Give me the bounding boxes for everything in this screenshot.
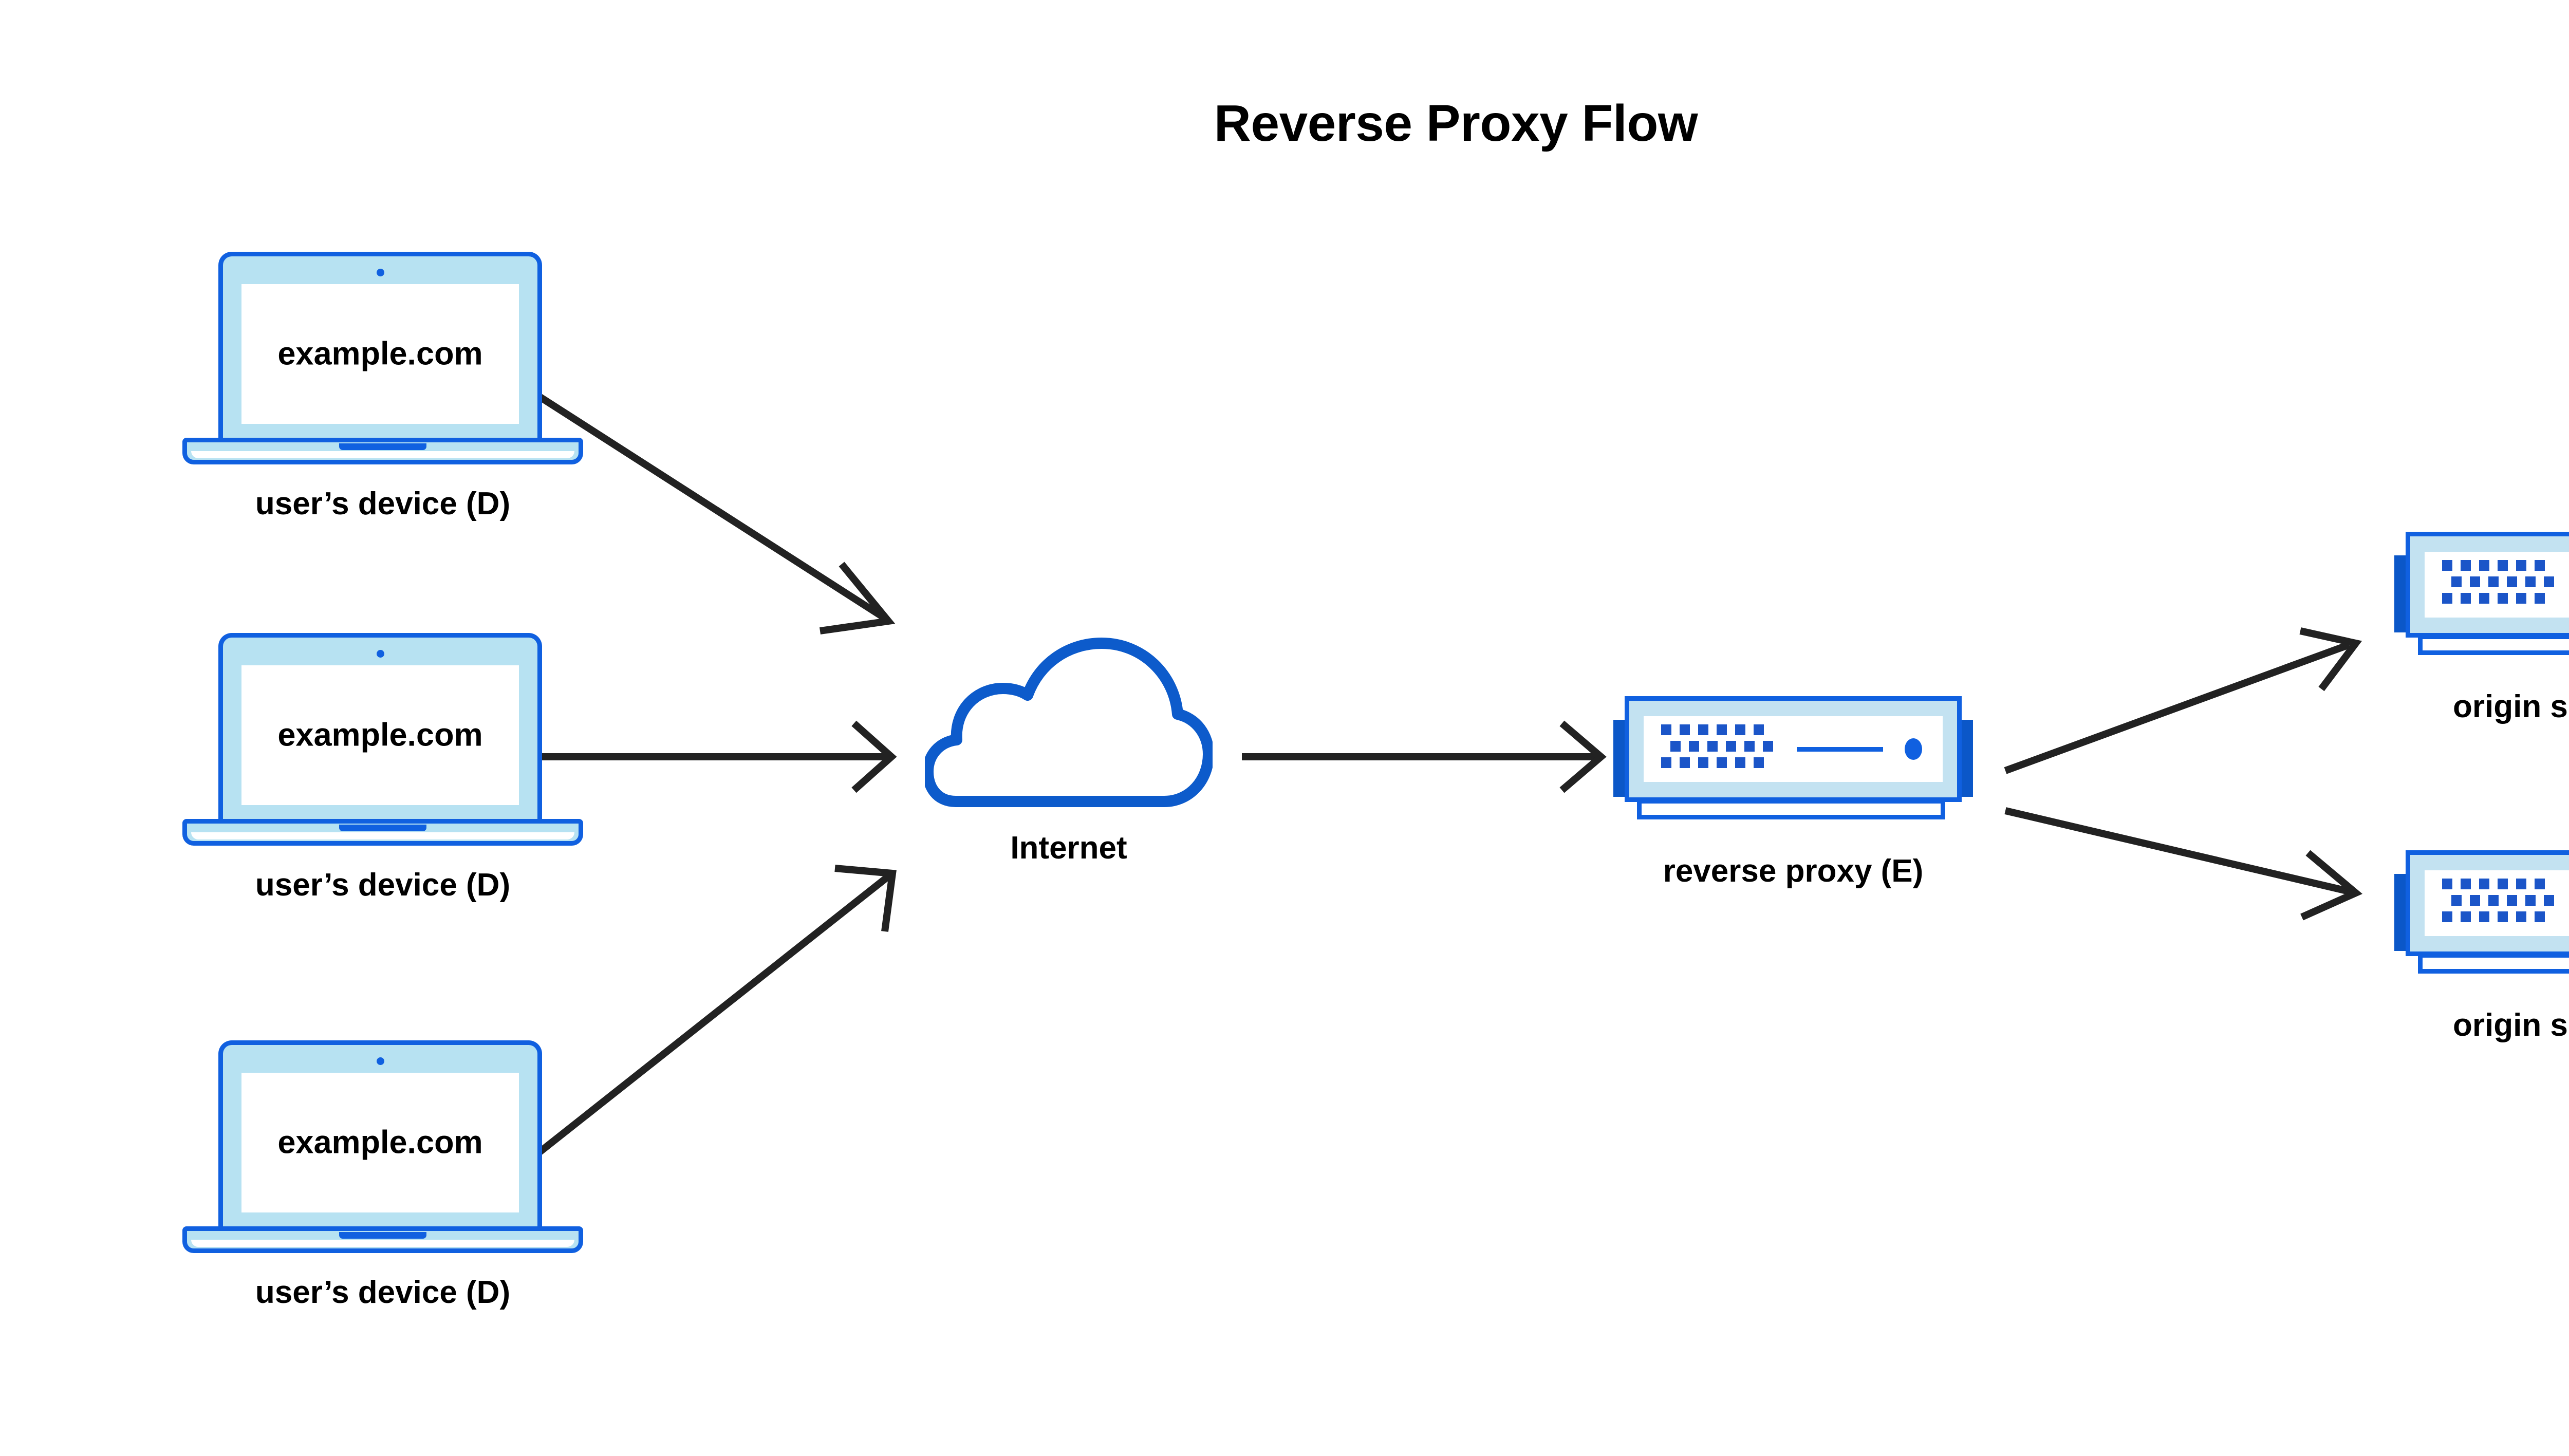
laptop-base <box>182 819 583 846</box>
server-panel <box>2425 552 2569 618</box>
webcam-icon <box>377 269 384 276</box>
browser-url-text: example.com <box>277 335 483 372</box>
edge-proxy-to-origin1 <box>2004 627 2362 774</box>
node-label: reverse proxy (E) <box>1663 853 1924 889</box>
node-label: origin server (F) <box>2453 689 2569 724</box>
laptop-base-lip <box>191 451 574 458</box>
server-body <box>2406 532 2569 638</box>
node-label: origin server (F) <box>2453 1007 2569 1043</box>
node-label: user’s device (D) <box>255 867 511 903</box>
webcam-icon <box>377 650 384 658</box>
laptop-lid: example.com <box>218 252 542 443</box>
laptop-base <box>182 438 583 464</box>
server-icon <box>1613 696 1973 830</box>
server-body <box>2406 850 2569 956</box>
edge-internet-to-proxy <box>1242 720 1607 793</box>
server-panel <box>1644 716 1943 782</box>
server-led-icon <box>1905 738 1922 760</box>
laptop-base <box>182 1226 583 1253</box>
trackpad-notch <box>339 1232 426 1239</box>
server-status-bar <box>1797 747 1883 752</box>
laptop-lid: example.com <box>218 1040 542 1231</box>
server-shelf <box>2418 953 2569 974</box>
node-label: Internet <box>1010 830 1127 866</box>
server-icon <box>2394 850 2569 984</box>
laptop-lid: example.com <box>218 633 542 824</box>
server-panel <box>2425 870 2569 936</box>
laptop-icon: example.com <box>182 1040 583 1256</box>
server-vent-grid <box>2442 879 2554 928</box>
laptop-icon: example.com <box>182 252 583 468</box>
laptop-base-lip <box>191 1240 574 1247</box>
server-icon <box>2394 532 2569 665</box>
server-shelf <box>2418 634 2569 655</box>
node-label: user’s device (D) <box>255 1275 511 1310</box>
laptop-screen: example.com <box>241 1073 519 1212</box>
browser-url-text: example.com <box>277 717 483 753</box>
laptop-icon: example.com <box>182 633 583 849</box>
server-shelf <box>1637 799 1945 819</box>
laptop-base-lip <box>191 832 574 839</box>
cloud-icon <box>925 638 1213 807</box>
laptop-screen: example.com <box>241 284 519 424</box>
trackpad-notch <box>339 443 426 450</box>
server-vent-grid <box>1661 724 1773 774</box>
trackpad-notch <box>339 825 426 831</box>
laptop-screen: example.com <box>241 665 519 805</box>
server-vent-grid <box>2442 560 2554 609</box>
server-body <box>1625 696 1962 802</box>
node-label: user’s device (D) <box>255 486 511 521</box>
edge-proxy-to-origin2 <box>2004 807 2363 921</box>
browser-url-text: example.com <box>277 1124 483 1161</box>
page-title: Reverse Proxy Flow <box>1214 95 1698 152</box>
webcam-icon <box>377 1057 384 1065</box>
